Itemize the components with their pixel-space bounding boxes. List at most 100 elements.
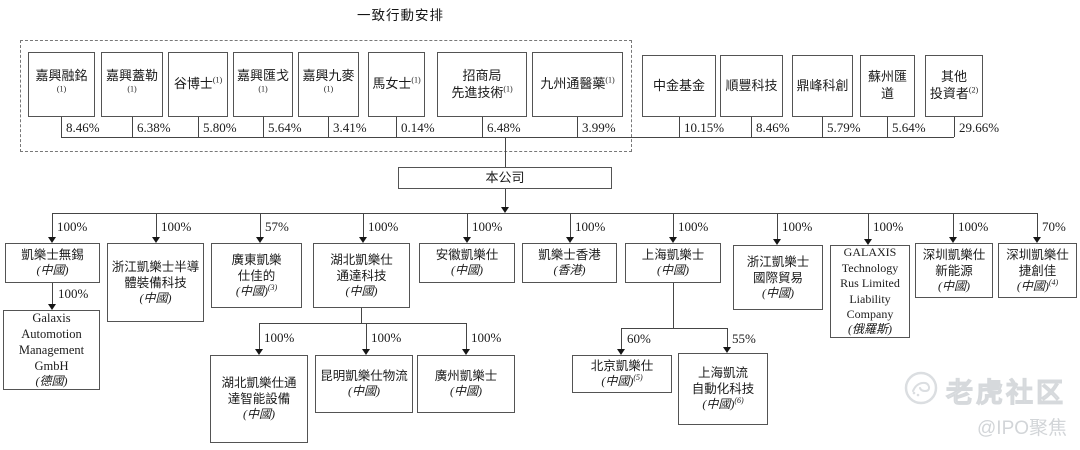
org-region-line: (中國)(6) [702,397,743,412]
org-name-line: 凱樂士無錫 [21,248,84,263]
connector-line [259,323,466,324]
ownership-percent-label: 0.14% [401,120,435,135]
connector-line [887,117,888,137]
arrowhead [462,349,470,355]
org-region-line: (中國)(3) [235,283,277,299]
footnote-sup: (1) [212,75,223,85]
org-region: (中國) [601,374,634,389]
dashed-group-border [20,40,632,152]
org-name-line: 廣州凱樂士 [434,369,498,384]
watermark-brand: 老虎社区 [946,378,1066,409]
org-name-line: 上海凱樂士 [641,248,705,263]
connector-line [577,117,578,137]
connector-line [621,328,727,329]
org-name-line: GALAXIS [843,245,897,260]
connector-line [482,117,483,137]
investor-box: 蘇州匯道 [860,55,915,117]
connector-line [673,213,674,237]
org-region-line: (中國) [348,384,380,399]
ownership-percent-label: 8.46% [756,120,790,135]
org-name-line: 嘉興融銘(1) [31,68,92,101]
ownership-percent-label: 100% [873,219,904,234]
subsidiary-box: 湖北凱樂仕 通達科技 (中國) [313,243,410,308]
footnote-sup: (4) [1048,277,1059,287]
connector-line [361,308,362,323]
ownership-percent-label: 6.38% [137,120,171,135]
org-region-line: (中國) [657,263,689,278]
org-region: (中國) [1016,278,1049,293]
org-name-line: 馬女士(1) [372,76,420,93]
connector-line [505,137,506,167]
org-name-line: 北京凱樂仕 [590,359,654,374]
connector-line [751,117,752,137]
connector-line [263,117,264,137]
org-name: 馬女士 [372,76,412,92]
shareholder-box: 招商局 先進技術(1) [437,52,527,117]
connector-line [52,213,53,237]
connector-line [673,283,674,328]
sub-subsidiary-box: Galaxis Automotion Management GmbH (德國) [3,310,100,390]
ownership-percent-label: 100% [58,286,89,301]
ownership-percent-label: 55% [732,331,756,346]
arrowhead [773,239,781,245]
shareholder-box: 谷博士(1) [168,52,228,117]
ownership-percent-label: 100% [368,219,399,234]
connector-line [679,117,680,137]
org-name-line: Automotion [21,327,82,342]
sub-subsidiary-box: 廣州凱樂士 (中國) [417,355,515,413]
connector-line [822,117,823,137]
org-region-line: (德國) [35,374,68,389]
subsidiary-box: GALAXIS Technology Rus Limited Liability… [830,245,910,338]
ownership-percent-label: 3.41% [333,120,367,135]
org-name-line: 浙江凱樂士 [746,254,810,269]
connector-line [505,189,506,207]
arrowhead [255,349,263,355]
connector-line [328,117,329,137]
connector-line [868,213,869,239]
connector-line [52,283,53,304]
investor-box: 中金基金 [642,55,716,117]
watermark-handle: @IPO聚焦 [977,418,1068,439]
sub-subsidiary-box: 北京凱樂仕 (中國)(5) [572,355,672,393]
org-name: 先進技術 [451,84,504,100]
org-name-line: 招商局 [462,67,502,83]
shareholder-box: 嘉興融銘(1) [28,52,95,117]
concerted-action-label: 一致行動安排 [357,8,444,23]
arrowhead [463,237,471,243]
arrowhead [152,237,160,243]
org-name-line: 九州通醫藥(1) [540,76,614,93]
org-name-line: 蘇州匯道 [867,69,907,101]
arrowhead [48,304,56,310]
arrowhead [48,237,56,243]
shareholder-box: 馬女士(1) [368,52,425,117]
org-name-line: 新能源 [935,263,973,278]
subsidiary-box: 凱樂士香港 (香港) [522,243,617,283]
org-name-line: 嘉興蓋勒(1) [104,68,160,101]
org-name-line: 投資者(2) [930,86,978,103]
arrowhead [566,237,574,243]
org-region-line: (中國) [345,283,378,298]
org-region-line: (中國) [938,278,970,293]
connector-line [61,137,954,138]
org-region-line: (中國) [36,263,69,278]
org-region-line: (中國) [139,290,172,305]
org-name-line: 仕佳的 [237,268,276,283]
shareholder-box: 嘉興九麥(1) [298,52,359,117]
shareholder-box: 嘉興匯戈(1) [233,52,293,117]
org-name-line: 其他 [940,69,967,85]
investor-box: 順豐科技 [720,55,783,117]
subsidiary-box: 上海凱樂士 (中國) [625,243,721,283]
connector-line [61,117,62,137]
connector-line [260,213,261,237]
org-region: (中國) [235,283,268,298]
org-name-line: 中金基金 [652,77,705,93]
subsidiary-box: 廣東凱樂 仕佳的 (中國)(3) [211,243,302,308]
org-name-line: 嘉興九麥(1) [301,68,356,101]
connector-line [953,213,954,237]
org-name: 谷博士 [173,76,213,92]
connector-line [156,213,157,237]
connector-line [132,117,133,137]
connector-line [467,213,468,237]
arrowhead [501,207,509,213]
